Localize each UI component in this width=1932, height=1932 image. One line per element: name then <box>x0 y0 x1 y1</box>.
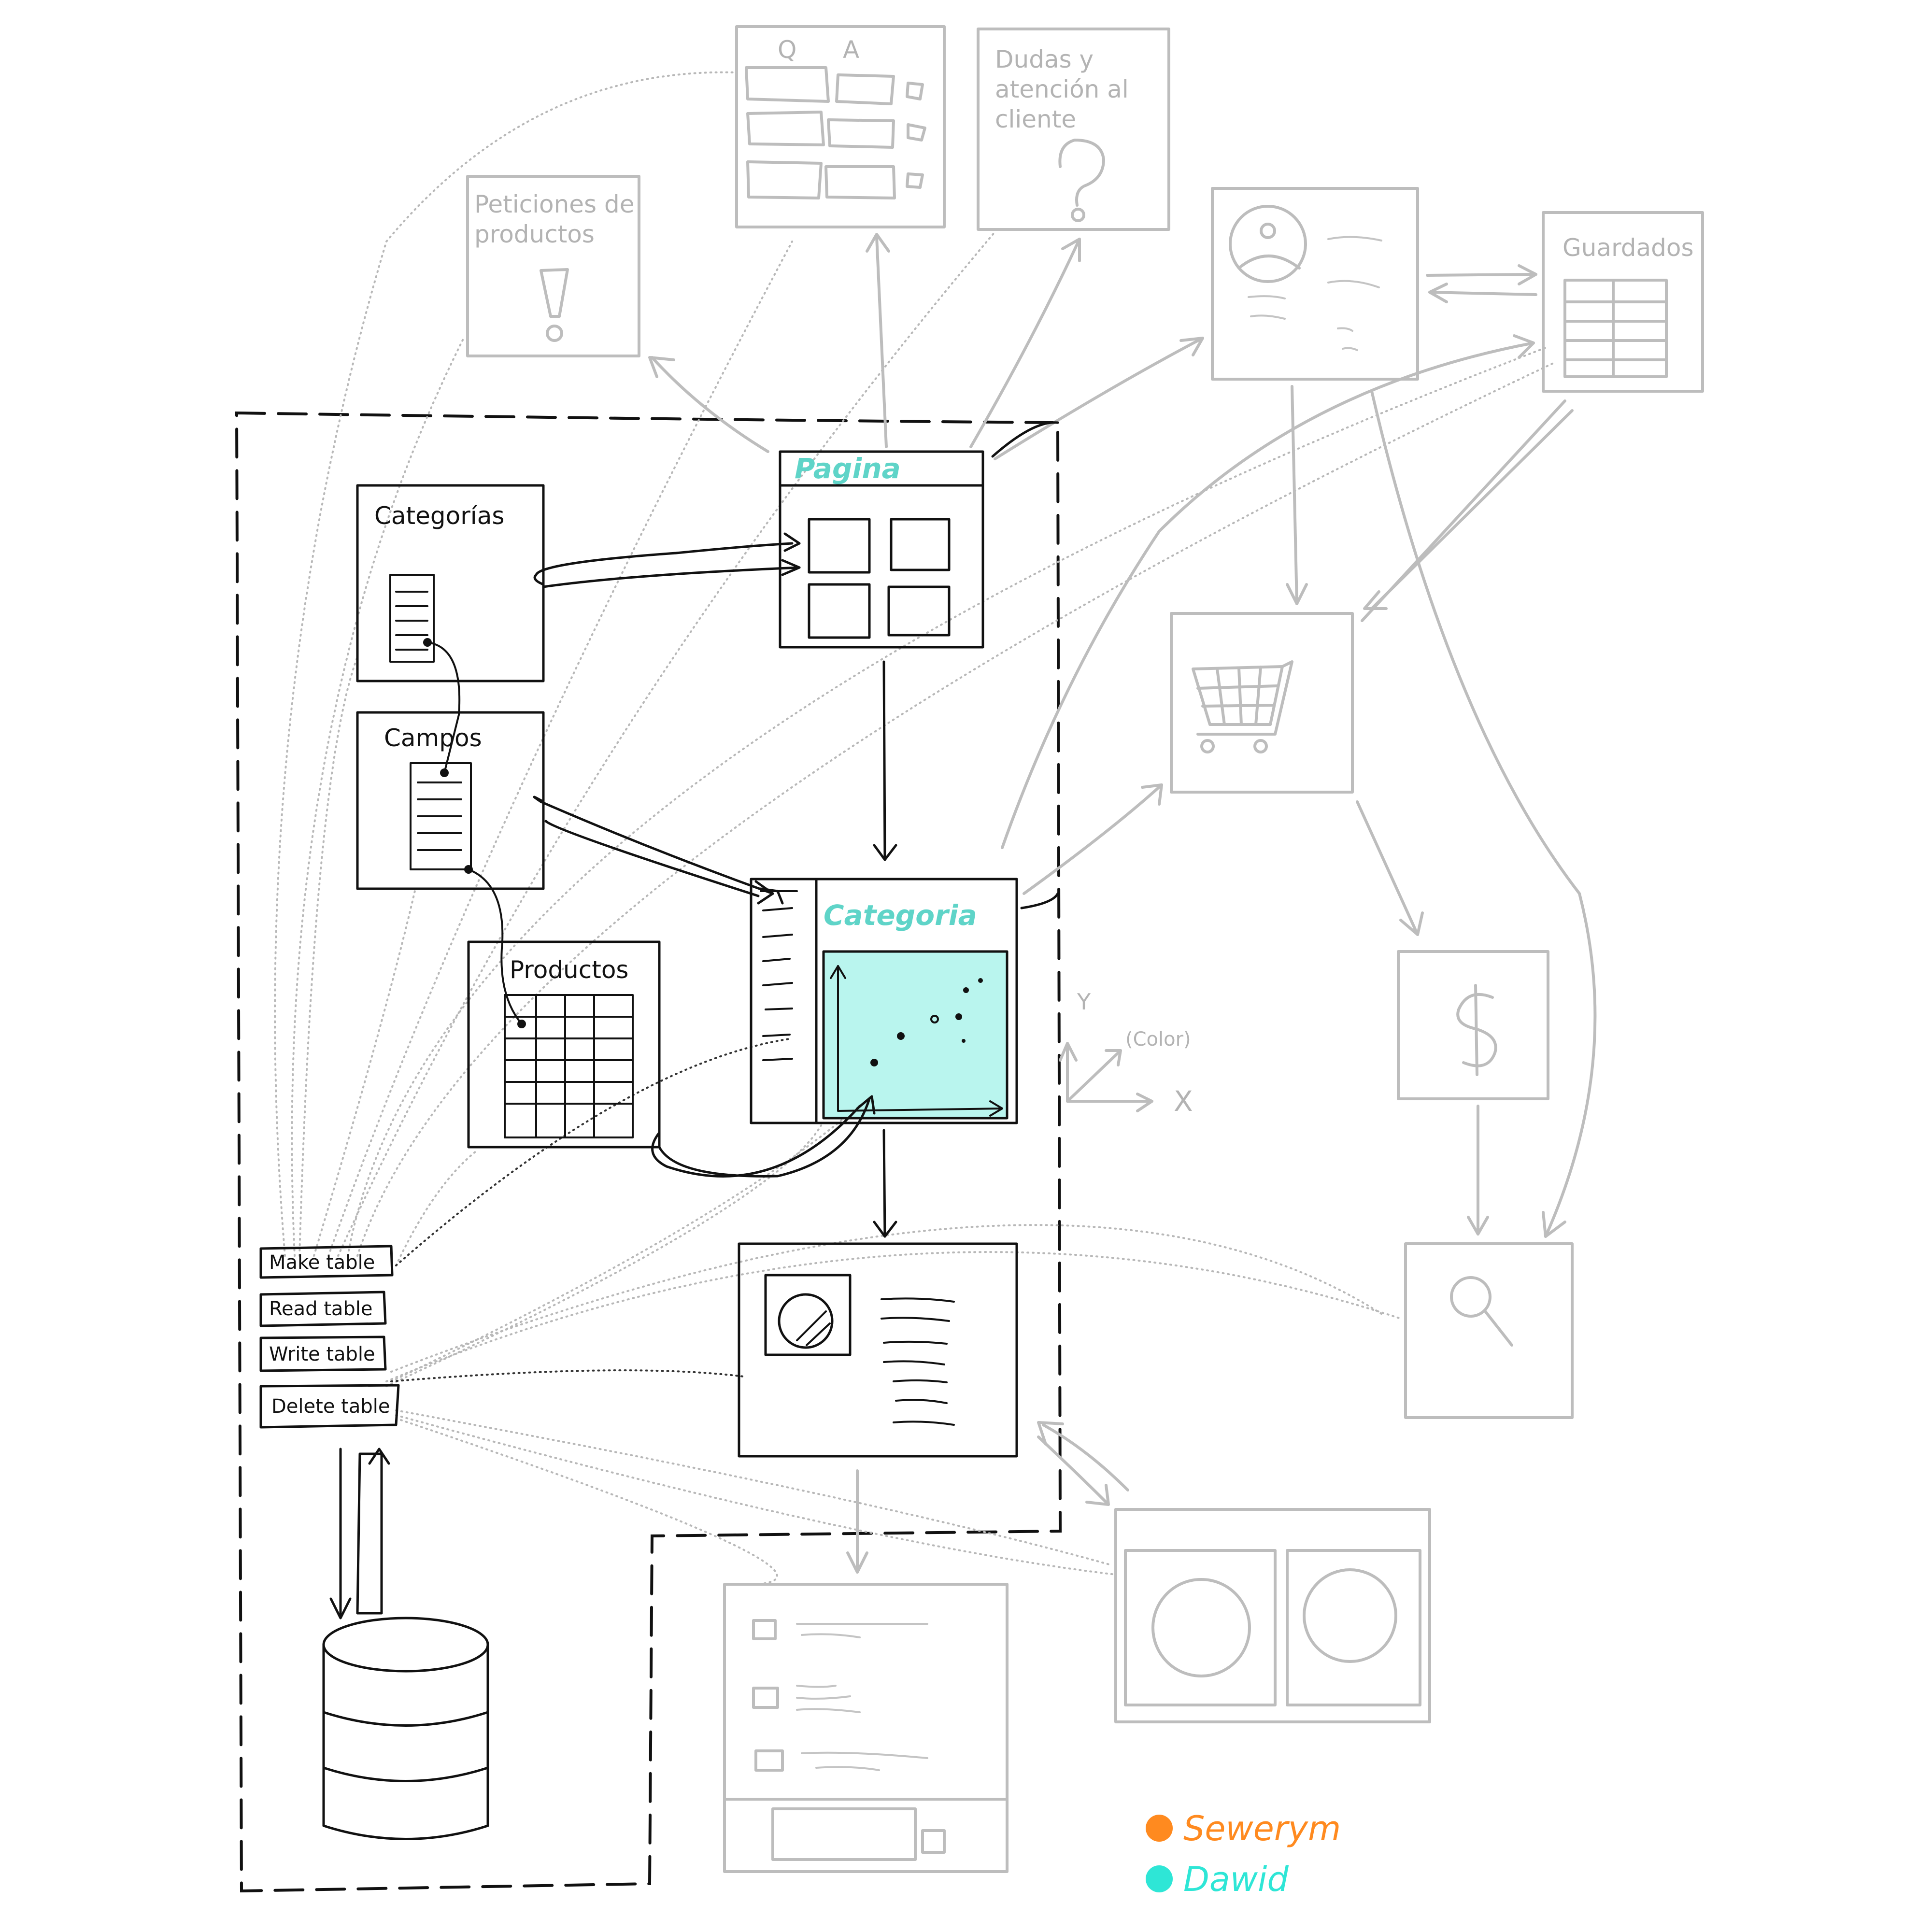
customer-support-box: Dudas y atención al cliente <box>977 28 1170 231</box>
database-icon <box>322 1448 489 1840</box>
checkout-list-icon <box>752 1619 946 1861</box>
dudas-line-3: cliente <box>995 105 1076 133</box>
productos-box: Productos <box>467 940 661 1149</box>
delete-table-label: Delete table <box>271 1395 390 1418</box>
make-table-label: Make table <box>269 1251 375 1274</box>
pagina-box: Pagina <box>779 450 984 649</box>
exclamation-icon <box>540 268 569 342</box>
saved-table-icon <box>1563 279 1668 378</box>
campos-box: Campos <box>356 711 545 890</box>
categorias-list-icon <box>389 574 435 663</box>
operations-stack: Make table Read table Write table Delete… <box>259 1245 400 1429</box>
product-detail-page <box>738 1242 1018 1458</box>
categorias-label: Categorías <box>374 502 504 530</box>
dudas-line-1: Dudas y <box>995 45 1094 73</box>
payment-box <box>1397 950 1549 1100</box>
product-requests-box: Peticiones de productos <box>466 175 640 357</box>
delete-table-op[interactable]: Delete table <box>259 1384 400 1429</box>
categoria-label: Categoria <box>824 899 977 932</box>
productos-label: Productos <box>510 956 628 984</box>
legend-dot-dawid <box>1146 1865 1173 1892</box>
campos-list-icon <box>410 762 472 870</box>
axis-y-label: Y <box>1077 989 1091 1015</box>
read-table-label: Read table <box>269 1298 373 1320</box>
search-box <box>1404 1242 1574 1419</box>
categoria-page: Categoria <box>750 878 1018 1124</box>
legend-label-dawid: Dawid <box>1183 1860 1289 1899</box>
campos-label: Campos <box>384 724 482 752</box>
cart-box <box>1170 612 1354 794</box>
write-table-label: Write table <box>269 1343 375 1365</box>
qa-a-label: A <box>843 36 859 64</box>
dotted-connections <box>274 71 1556 1586</box>
peticiones-line-2: productos <box>474 220 595 248</box>
saved-box: Guardados <box>1542 211 1704 393</box>
legend-item-dawid: Dawid <box>1146 1860 1289 1899</box>
gallery-icon <box>1124 1549 1421 1706</box>
productos-table-icon <box>504 994 634 1138</box>
dollar-icon <box>1456 984 1497 1076</box>
question-mark-icon <box>1058 139 1105 222</box>
profile-card-icon <box>1229 205 1382 351</box>
legend: Sewerym Dawid <box>1146 1809 1341 1899</box>
legend-dot-sewerym <box>1146 1815 1173 1842</box>
axes-sketch: Y X (Color) <box>1059 989 1193 1118</box>
axis-x-label: X <box>1174 1085 1193 1118</box>
scatter-plot-icon <box>830 965 1003 1117</box>
qa-board: Q A <box>735 25 946 228</box>
legend-label-sewerym: Sewerym <box>1183 1809 1341 1848</box>
guardados-label: Guardados <box>1563 234 1694 262</box>
qa-board-icon <box>745 66 926 199</box>
search-icon <box>1450 1276 1513 1347</box>
dudas-line-2: atención al <box>995 75 1129 103</box>
system-boundary <box>235 411 1062 1893</box>
make-table-op[interactable]: Make table <box>259 1245 394 1279</box>
gray-connectors <box>648 233 1597 1574</box>
axis-color-label: (Color) <box>1125 1028 1191 1051</box>
legend-item-sewerym: Sewerym <box>1146 1809 1341 1848</box>
checkout-box <box>723 1583 1009 1873</box>
shopping-cart-icon <box>1192 660 1293 753</box>
write-table-op[interactable]: Write table <box>259 1335 387 1372</box>
categorias-box: Categorías <box>356 484 545 682</box>
black-connectors <box>423 421 1059 1238</box>
pagina-label: Pagina <box>795 452 901 485</box>
qa-q-label: Q <box>778 36 796 64</box>
peticiones-line-1: Peticiones de <box>474 190 635 218</box>
gallery-box <box>1114 1508 1431 1723</box>
profile-card <box>1211 187 1419 381</box>
read-table-op[interactable]: Read table <box>259 1291 387 1327</box>
